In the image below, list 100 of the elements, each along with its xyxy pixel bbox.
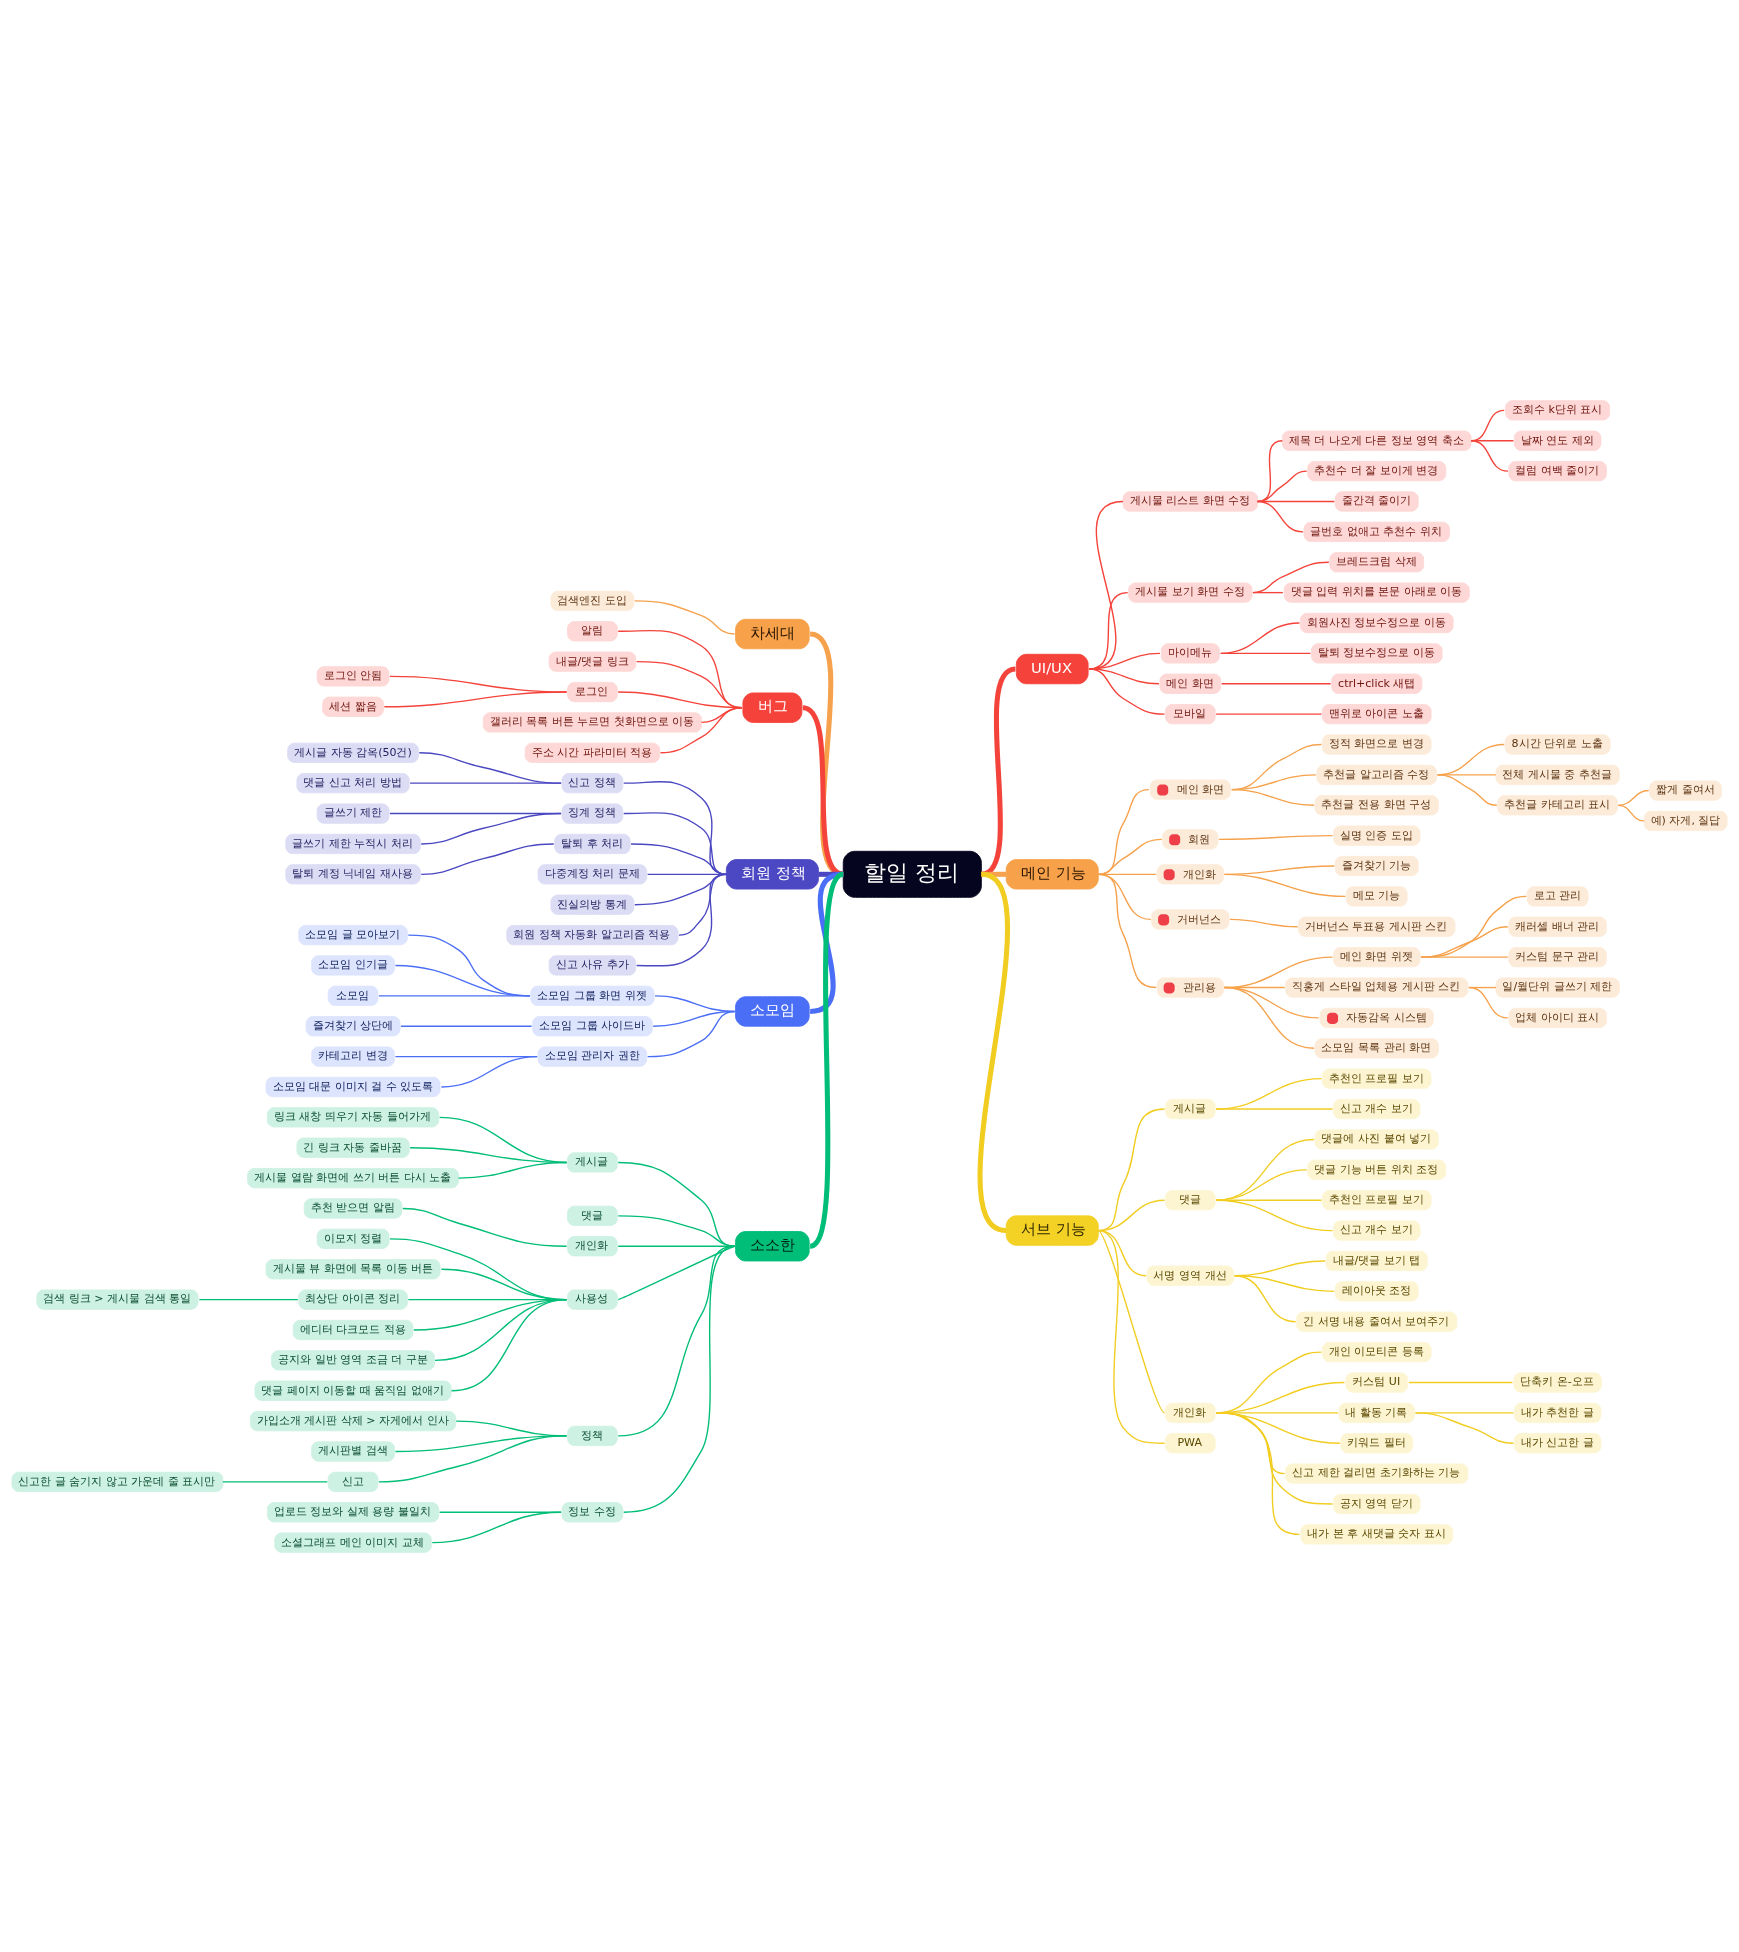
connector: [623, 1245, 736, 1513]
node-box: 전체 게시물 중 추천글: [1495, 764, 1620, 785]
connector: [450, 1298, 568, 1391]
node-box: 할일 정리: [842, 850, 982, 898]
node-box: 글쓰기 제한 누적시 처리: [285, 833, 421, 854]
node-box: 내가 신고한 글: [1513, 1432, 1602, 1453]
node-box: 예) 자게, 질답: [1643, 810, 1728, 831]
connector: [1223, 873, 1347, 897]
connector: [1215, 1411, 1301, 1535]
node-box: 커스텀 문구 관리: [1508, 946, 1607, 967]
connector: [383, 690, 568, 707]
node-box: 추천 받으면 알림: [303, 1197, 403, 1219]
node-box: 게시물 보기 화면 수정: [1128, 582, 1253, 603]
node-box: 댓글 신고 처리 방법: [296, 772, 410, 793]
node-box: 내가 본 후 새댓글 숫자 표시: [1300, 1523, 1454, 1544]
node-box: 가입소개 게시판 삭제 > 자게에서 인사: [249, 1410, 457, 1431]
node-box: 개인화: [1165, 1402, 1216, 1423]
node-box: 줄간격 줄이기: [1334, 490, 1419, 512]
connector: [634, 599, 736, 635]
node-box: 버그: [742, 692, 803, 723]
node-box: 업로드 정보와 실제 용량 불일치: [267, 1501, 440, 1522]
node-box: 공지와 일반 영역 조금 더 구분: [271, 1349, 435, 1370]
node-box: 조회수 k단위 표시: [1505, 399, 1611, 420]
node-box: 주소 시간 파라미터 적용: [524, 742, 661, 763]
node-box: 글번호 없애고 추천수 위치: [1303, 521, 1450, 542]
connector: [402, 1207, 568, 1247]
node-box: 탈퇴 계정 닉네임 재사용: [285, 863, 421, 884]
connector: [198, 1298, 299, 1300]
node-box: 공지 영역 닫기: [1333, 1493, 1421, 1514]
node-box: 댓글 페이지 이동할 때 움직임 없애기: [254, 1380, 452, 1401]
connector: [222, 1480, 328, 1483]
node-box: 업체 아이디 표시: [1508, 1007, 1607, 1028]
node-box: 내가 추천한 글: [1513, 1402, 1602, 1423]
node-box: 메인 화면: [1159, 673, 1222, 694]
node-box: 긴 링크 자동 줄바꿈: [296, 1137, 410, 1158]
node-box: UI/UX: [1015, 653, 1089, 684]
connector: [431, 1511, 562, 1543]
node-box: 로고 관리: [1526, 885, 1589, 907]
node-box: 소셜그래프 메인 이미지 교체: [274, 1532, 432, 1553]
node-box: 신고 개수 보기: [1333, 1098, 1421, 1119]
connector: [1233, 1274, 1297, 1322]
connector: [1088, 667, 1166, 715]
node-box: 추천글 알고리즘 수정: [1316, 764, 1438, 785]
node-box: 댓글 입력 위치를 본문 아래로 이동: [1283, 582, 1470, 603]
connector: [659, 706, 743, 753]
node-box: 메모 기능: [1345, 885, 1408, 907]
connector: [440, 1055, 538, 1088]
connector: [1252, 591, 1284, 593]
node-box: 게시글: [1165, 1098, 1216, 1119]
connector: [1252, 561, 1330, 593]
connector: [457, 1161, 568, 1179]
node-box: 소모임 인기글: [311, 954, 395, 976]
node-box: 게시물 뷰 화면에 목록 이동 버튼: [265, 1258, 441, 1279]
node-box: 신고 사유 추가: [548, 954, 637, 976]
node-box: 제목 더 나오게 다른 정보 영역 축소: [1281, 430, 1472, 451]
node-box: 게시물 열람 화면에 쓰기 버튼 다시 노출: [247, 1167, 459, 1188]
connector: [420, 812, 562, 845]
connector: [1436, 773, 1498, 806]
node-box: 진실의방 통계: [550, 894, 635, 915]
node-box: 회원 정책 자동화 알고리즘 적용: [506, 924, 679, 945]
connector: [409, 782, 562, 784]
connector: [646, 1010, 736, 1057]
node-box: 정책: [567, 1425, 618, 1446]
node-box: 개인화: [1156, 863, 1224, 884]
node-box: 정보 수정: [561, 1501, 624, 1522]
connector: [617, 1214, 736, 1247]
connector: [630, 842, 728, 875]
connector: [1420, 895, 1527, 958]
node-box: 정적 화면으로 변경: [1321, 733, 1432, 755]
connector: [1097, 838, 1163, 875]
node-box: 세션 짧음: [322, 696, 384, 717]
connector: [378, 994, 531, 997]
node-box: 개인 이모티콘 등록: [1321, 1341, 1432, 1362]
node-box: 다중계정 처리 문제: [537, 863, 648, 884]
node-box: 레이아웃 조정: [1334, 1280, 1419, 1301]
node-box: 로그인: [567, 681, 618, 702]
node-box: 소모임 대문 이미지 걸 수 있도록: [265, 1076, 441, 1097]
connector: [1097, 873, 1157, 988]
node-box: 사용성: [567, 1289, 618, 1310]
node-box: 캐러셀 배너 관리: [1508, 916, 1607, 937]
connector: [1218, 834, 1334, 840]
node-box: 관리용: [1156, 976, 1224, 998]
node-box: 댓글에 사진 붙여 넣기: [1314, 1128, 1439, 1150]
node-box: 소모임: [735, 995, 810, 1027]
connector: [1215, 1107, 1334, 1110]
node-box: 탈퇴 후 처리: [554, 833, 631, 854]
node-box: 실명 인증 도입: [1333, 825, 1421, 846]
connector: [1420, 925, 1509, 958]
node-box: 일/월단위 글쓰기 제한: [1495, 976, 1620, 998]
node-box: 회원사진 정보수정으로 이동: [1299, 612, 1454, 633]
node-box: 직홍게 스타일 업체용 게시판 스킨: [1285, 976, 1469, 998]
node-box: 추천수 더 잘 보이게 변경: [1307, 460, 1447, 481]
connector: [1223, 986, 1315, 1049]
connector: [617, 1245, 736, 1437]
node-box: 갤러리 목록 버튼 누르면 첫화면으로 이동: [482, 711, 702, 733]
connector: [1617, 789, 1650, 806]
node-box: 신고한 글 숨기지 않고 가운데 줄 표시만: [11, 1471, 224, 1492]
node-box: 컬럼 여백 줄이기: [1508, 460, 1607, 481]
node-box: 회원 정책: [725, 858, 819, 889]
node-box: 추천글 전용 화면 구성: [1314, 794, 1439, 815]
